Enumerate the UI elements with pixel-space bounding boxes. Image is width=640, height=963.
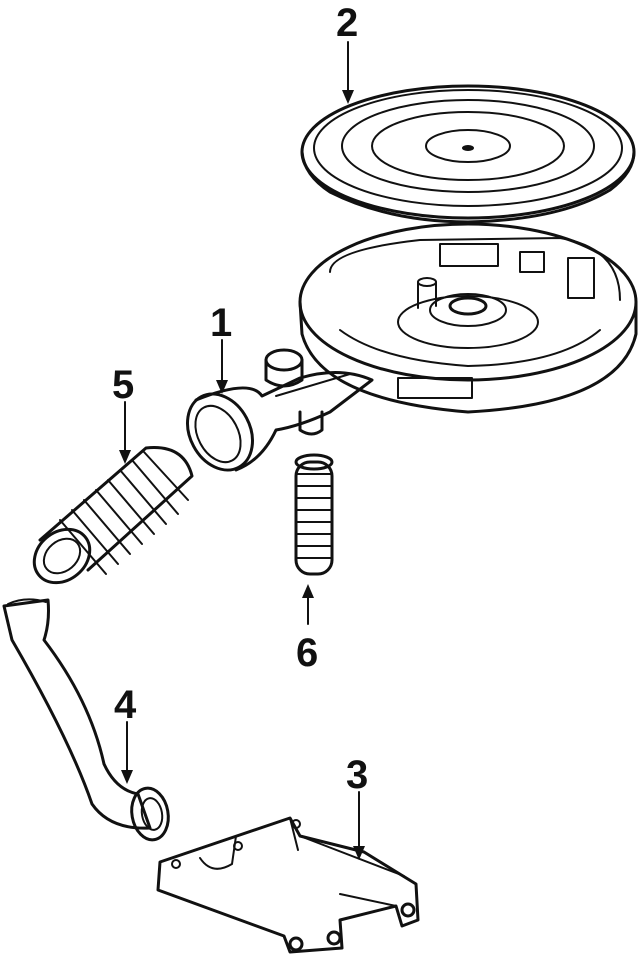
part-4-bent-duct bbox=[2, 598, 170, 842]
part-6-small-hose bbox=[294, 453, 334, 576]
callout-6: 6 bbox=[296, 631, 318, 675]
part-2-air-cleaner-cover bbox=[300, 84, 636, 224]
part-5-corrugated-hose bbox=[32, 446, 194, 585]
callout-1: 1 bbox=[210, 301, 232, 345]
callout-3: 3 bbox=[346, 753, 368, 797]
callout-4: 4 bbox=[114, 683, 137, 727]
callout-5: 5 bbox=[112, 363, 134, 407]
callout-2: 2 bbox=[336, 1, 358, 45]
air-cleaner-housing bbox=[298, 222, 638, 414]
part-1-inlet-duct bbox=[186, 348, 374, 472]
leader-lines bbox=[119, 41, 365, 860]
part-3-bracket bbox=[156, 816, 420, 954]
